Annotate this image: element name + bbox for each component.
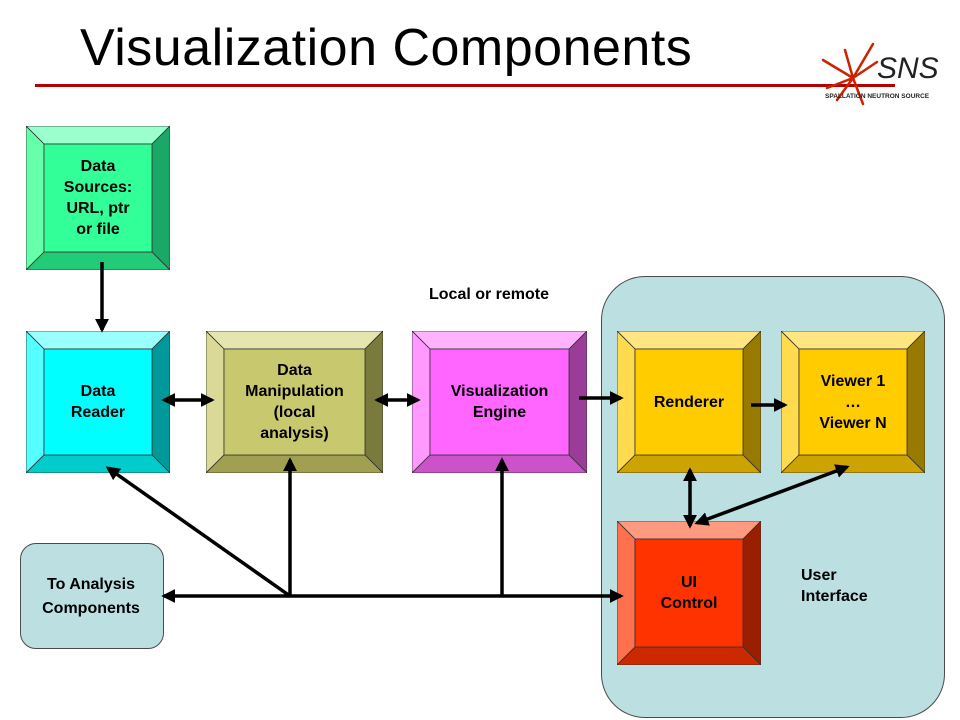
viewer-box: Viewer 1 … Viewer N xyxy=(781,331,925,473)
bevel-face xyxy=(634,538,744,648)
visualization-engine-label: Visualization Engine xyxy=(450,383,549,421)
local-or-remote-label: Local or remote xyxy=(429,286,550,303)
bevel-face xyxy=(429,348,570,456)
arrow-ui-viewer xyxy=(694,464,850,526)
logo-subtitle: SPALLATION NEUTRON SOURCE xyxy=(825,93,930,100)
viewer-label: Viewer 1 … Viewer N xyxy=(819,372,887,432)
bevel-frame xyxy=(781,331,925,473)
data-manipulation-label: Data Manipulation (local analysis) xyxy=(245,362,344,442)
starburst-icon xyxy=(821,42,879,106)
bevel-frame xyxy=(26,331,170,473)
user-interface-label: User Interface xyxy=(801,567,868,605)
analysis-components-box xyxy=(20,543,164,649)
bevel-face xyxy=(798,348,908,456)
ui-control-label: UI Control xyxy=(660,574,718,612)
bevel-frame xyxy=(617,521,761,665)
renderer-box: Renderer xyxy=(617,331,761,473)
data-reader-box: Data Reader xyxy=(26,331,170,473)
analysis-components-label: To Analysis Components xyxy=(42,576,140,617)
visualization-engine-box: Visualization Engine xyxy=(412,331,587,473)
bevel-frame xyxy=(617,331,761,473)
title-divider xyxy=(35,84,895,87)
sns-logo: SNS SPALLATION NEUTRON SOURCE xyxy=(815,38,960,108)
bevel-face xyxy=(634,348,744,456)
bevel-face xyxy=(223,348,366,456)
logo-text: SNS xyxy=(877,52,939,85)
renderer-label: Renderer xyxy=(653,393,725,411)
arrow-bus-to-reader xyxy=(105,466,292,598)
data-sources-label: Data Sources: URL, ptr or file xyxy=(63,158,133,238)
bevel-frame xyxy=(26,126,170,270)
bevel-face xyxy=(43,348,153,456)
bevel-face xyxy=(43,143,153,253)
data-reader-label: Data Reader xyxy=(70,383,126,421)
page-title: Visualization Components xyxy=(80,19,693,77)
data-sources-box: Data Sources: URL, ptr or file xyxy=(26,126,170,270)
ui-control-box: UI Control xyxy=(617,521,761,665)
bevel-frame xyxy=(412,331,587,473)
